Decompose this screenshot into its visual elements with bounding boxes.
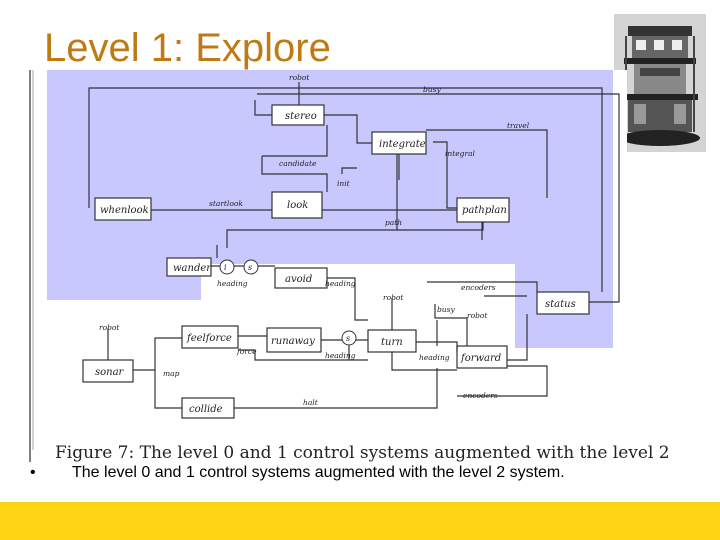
- wire-label-busy: busy: [423, 85, 441, 94]
- wire-label-robot: robot: [289, 73, 310, 82]
- wire-label-heading: heading: [325, 279, 356, 288]
- level2-highlight: [47, 70, 613, 348]
- module-collide: collide: [189, 404, 223, 415]
- module-integrate: integrate: [379, 139, 426, 150]
- wire-label-force: force: [236, 347, 257, 356]
- wire-label-robot: robot: [467, 311, 488, 320]
- wire-label-robot: robot: [99, 323, 120, 332]
- suppressor-label: s: [346, 334, 350, 343]
- module-forward: forward: [460, 353, 501, 364]
- module-sonar: sonar: [95, 367, 125, 378]
- module-stereo: stereo: [285, 111, 317, 122]
- control-architecture-diagram: i s s stereo integrate whenlook look pat…: [27, 70, 670, 466]
- wire-label-encoders: encoders: [461, 283, 496, 292]
- wire-label-robot: robot: [383, 293, 404, 302]
- wire-label-busy: busy: [437, 305, 455, 314]
- module-wander: wander: [173, 263, 212, 274]
- wire-label-heading: heading: [325, 351, 356, 360]
- module-pathplan: pathplan: [462, 205, 507, 216]
- wire-label-halt: halt: [303, 398, 319, 407]
- suppressor-label: i: [224, 263, 227, 272]
- bullet-symbol: •: [30, 464, 36, 481]
- module-turn: turn: [381, 337, 403, 348]
- module-whenlook: whenlook: [100, 205, 149, 216]
- wire-label-path: path: [385, 218, 402, 227]
- module-avoid: avoid: [285, 274, 312, 285]
- wire-label-startlook: startlook: [209, 199, 243, 208]
- robot-photo: [614, 14, 706, 152]
- wire-label-heading: heading: [217, 279, 248, 288]
- suppressor-label: s: [248, 263, 252, 272]
- module-feelforce: feelforce: [186, 333, 232, 344]
- module-runaway: runaway: [271, 336, 315, 347]
- wire-label-heading: heading: [419, 353, 450, 362]
- wire-label-encoders: encoders: [463, 391, 498, 400]
- slide-title: Level 1: Explore: [44, 26, 331, 70]
- module-look: look: [287, 200, 308, 211]
- footer-bar: [0, 502, 720, 540]
- figure-caption: Figure 7: The level 0 and 1 control syst…: [55, 443, 670, 463]
- wire-label-travel: travel: [507, 121, 530, 130]
- wire-label-candidate: candidate: [279, 159, 317, 168]
- wire-label-init: init: [337, 179, 351, 188]
- module-status: status: [545, 299, 576, 310]
- wire-label-map: map: [163, 369, 180, 378]
- wire-label-integral: integral: [445, 149, 476, 158]
- bullet-text: The level 0 and 1 control systems augmen…: [72, 464, 565, 481]
